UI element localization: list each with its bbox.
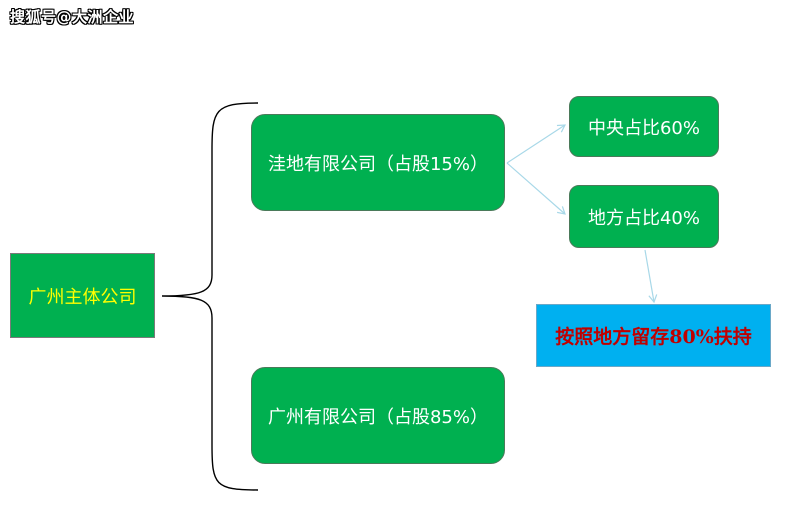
- local-share-box: 地方占比40%: [569, 185, 719, 248]
- watermark: 搜狐号@大洲企业: [10, 8, 135, 26]
- subsidiary-box-lowland: 洼地有限公司（占股15%）: [251, 114, 505, 211]
- arrow-to-central-share: [506, 124, 567, 164]
- subsidiary-box-guangzhou: 广州有限公司（占股85%）: [251, 367, 505, 464]
- arrow-to-retention: [644, 249, 658, 304]
- arrow-to-local-share: [506, 162, 566, 215]
- local-share-label: 地方占比40%: [587, 207, 700, 229]
- root-company-box: 广州主体公司: [10, 253, 155, 338]
- central-share-label: 中央占比60%: [587, 117, 700, 139]
- subsidiary-label: 洼地有限公司（占股15%）: [267, 153, 488, 175]
- central-share-box: 中央占比60%: [569, 96, 719, 157]
- curly-brace: [161, 102, 259, 491]
- retention-support-label: 按照地方留存80%扶持: [555, 326, 752, 348]
- retention-support-box: 按照地方留存80%扶持: [536, 304, 771, 367]
- subsidiary-label: 广州有限公司（占股85%）: [267, 406, 488, 428]
- root-company-label: 广州主体公司: [28, 286, 137, 308]
